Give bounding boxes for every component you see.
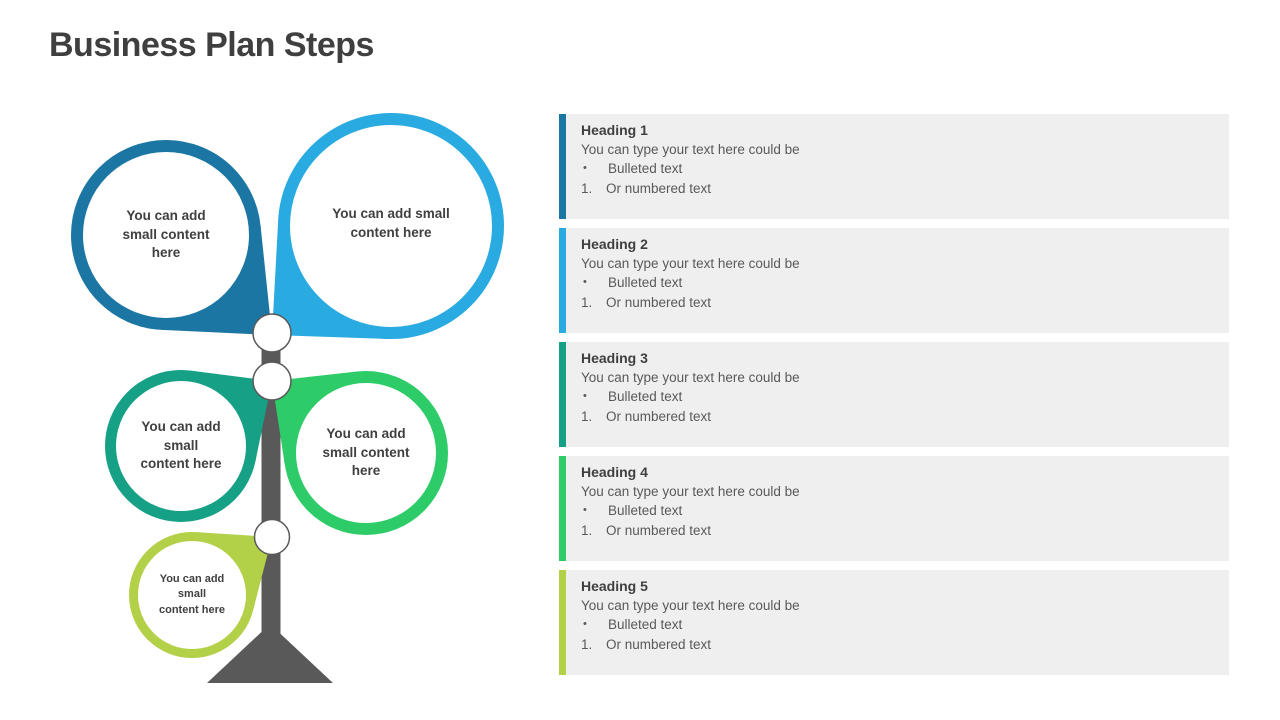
panel-3-accent-bar [559,342,566,447]
panel-2-numbered-text: Or numbered text [606,294,712,310]
circle-4-label: You can add small content here [286,393,446,513]
panel-2-numbered-row: 1. Or numbered text [581,293,1219,313]
page-title: Business Plan Steps [49,26,374,64]
panel-3-bullet-text: Bulleted text [608,389,683,404]
panel-2-heading: Heading 2 [581,236,648,252]
panel-3-heading: Heading 3 [581,350,648,366]
panel-3-numbered-row: 1. Or numbered text [581,407,1219,427]
tree-diagram-graphic [71,113,504,683]
circle-3-label: You can add small content here [111,386,251,506]
leaf-2-circle [278,113,504,339]
panel-3-content: Heading 3 You can type your text here co… [559,342,1229,426]
panel-1-content: Heading 1 You can type your text here co… [559,114,1229,198]
panel-1-numbered-row: 1. Or numbered text [581,179,1219,199]
panel-1-accent-bar [559,114,566,219]
bullet-marker: • [583,504,587,516]
trunk-node-3 [253,518,291,556]
panel-5-heading: Heading 5 [581,578,648,594]
panel-1-numbered-text: Or numbered text [606,180,712,196]
leaf-3-circle [105,370,257,522]
tree-base [207,624,333,683]
panel-2-content: Heading 2 You can type your text here co… [559,228,1229,312]
panel-4-numbered-row: 1. Or numbered text [581,521,1219,541]
tree-diagram: You can add small content here You can a… [0,0,560,720]
panel-4-intro: You can type your text here could be [581,484,800,499]
heading-panel-3: Heading 3 You can type your text here co… [559,342,1229,447]
heading-panel-5: Heading 5 You can type your text here co… [559,570,1229,675]
panel-2-accent-bar [559,228,566,333]
panel-4-heading: Heading 4 [581,464,648,480]
circle-3-text: You can add small content here [140,418,222,472]
number-marker: 1. [581,294,593,310]
circle-4-text: You can add small content here [322,425,410,479]
bullet-marker: • [583,390,587,402]
heading-panels: Heading 1 You can type your text here co… [559,114,1229,684]
bullet-marker: • [583,162,587,174]
panel-3-numbered-text: Or numbered text [606,408,712,424]
panel-5-numbered-text: Or numbered text [606,636,712,652]
panel-5-intro: You can type your text here could be [581,598,800,613]
circle-2-label: You can add small content here [296,164,486,284]
panel-4-numbered-text: Or numbered text [606,522,712,538]
panel-5-accent-bar [559,570,566,675]
panel-2-intro: You can type your text here could be [581,256,800,271]
number-marker: 1. [581,408,593,424]
leaf-4-circle [284,371,448,535]
tree-trunk [261,333,281,645]
panel-1-intro: You can type your text here could be [581,142,800,157]
panel-3-intro: You can type your text here could be [581,370,800,385]
panel-5-content: Heading 5 You can type your text here co… [559,570,1229,654]
trunk-node-2 [252,361,292,401]
panel-1-heading: Heading 1 [581,122,648,138]
panel-3-bullet-row: • Bulleted text [581,387,1219,407]
panel-2-bullet-text: Bulleted text [608,275,683,290]
heading-panel-2: Heading 2 You can type your text here co… [559,228,1229,333]
panel-1-bullet-row: • Bulleted text [581,159,1219,179]
circle-5-label: You can add small content here [132,545,252,645]
number-marker: 1. [581,636,593,652]
panel-4-bullet-text: Bulleted text [608,503,683,518]
panel-5-bullet-text: Bulleted text [608,617,683,632]
panel-5-bullet-row: • Bulleted text [581,615,1219,635]
panel-4-bullet-row: • Bulleted text [581,501,1219,521]
heading-panel-4: Heading 4 You can type your text here co… [559,456,1229,561]
leaf-1-circle [71,140,261,330]
leaf-5-circle [129,532,255,658]
trunk-node-1 [252,313,292,353]
circle-5-text: You can add small content here [158,572,225,616]
number-marker: 1. [581,522,593,538]
panel-4-content: Heading 4 You can type your text here co… [559,456,1229,540]
heading-panel-1: Heading 1 You can type your text here co… [559,114,1229,219]
panel-4-accent-bar [559,456,566,561]
panel-2-bullet-row: • Bulleted text [581,273,1219,293]
number-marker: 1. [581,180,593,196]
circle-2-text: You can add small content here [332,206,450,240]
circle-1-text: You can add small content here [122,207,210,261]
circle-1-label: You can add small content here [86,175,246,295]
panel-1-bullet-text: Bulleted text [608,161,683,176]
panel-5-numbered-row: 1. Or numbered text [581,635,1219,655]
bullet-marker: • [583,276,587,288]
bullet-marker: • [583,618,587,630]
